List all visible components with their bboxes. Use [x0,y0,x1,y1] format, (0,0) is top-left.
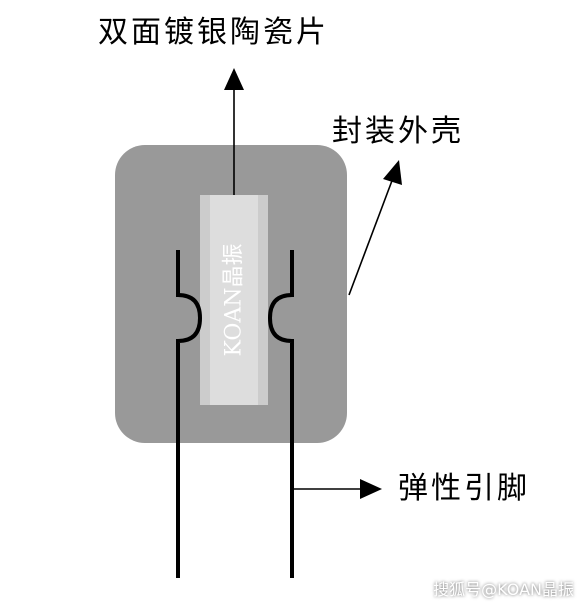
package-shell-arrow [348,177,394,296]
package-shell-label: 封装外壳 [332,114,464,149]
package-shell-arrowhead [383,160,402,185]
ceramic-plate-arrowhead [224,68,244,90]
elastic-pins-label: 弹性引脚 [398,471,530,506]
watermark: 搜狐号@KOAN晶振 [433,580,574,599]
ceramic-plate-silver-layer [210,195,258,405]
left-elastic-pin [176,250,203,578]
plate-brand-mark: KOAN晶振 [222,243,247,356]
ceramic-plate-label: 双面镀银陶瓷片 [98,15,329,50]
elastic-pins-arrowhead [360,479,382,499]
right-elastic-pin [267,250,294,578]
